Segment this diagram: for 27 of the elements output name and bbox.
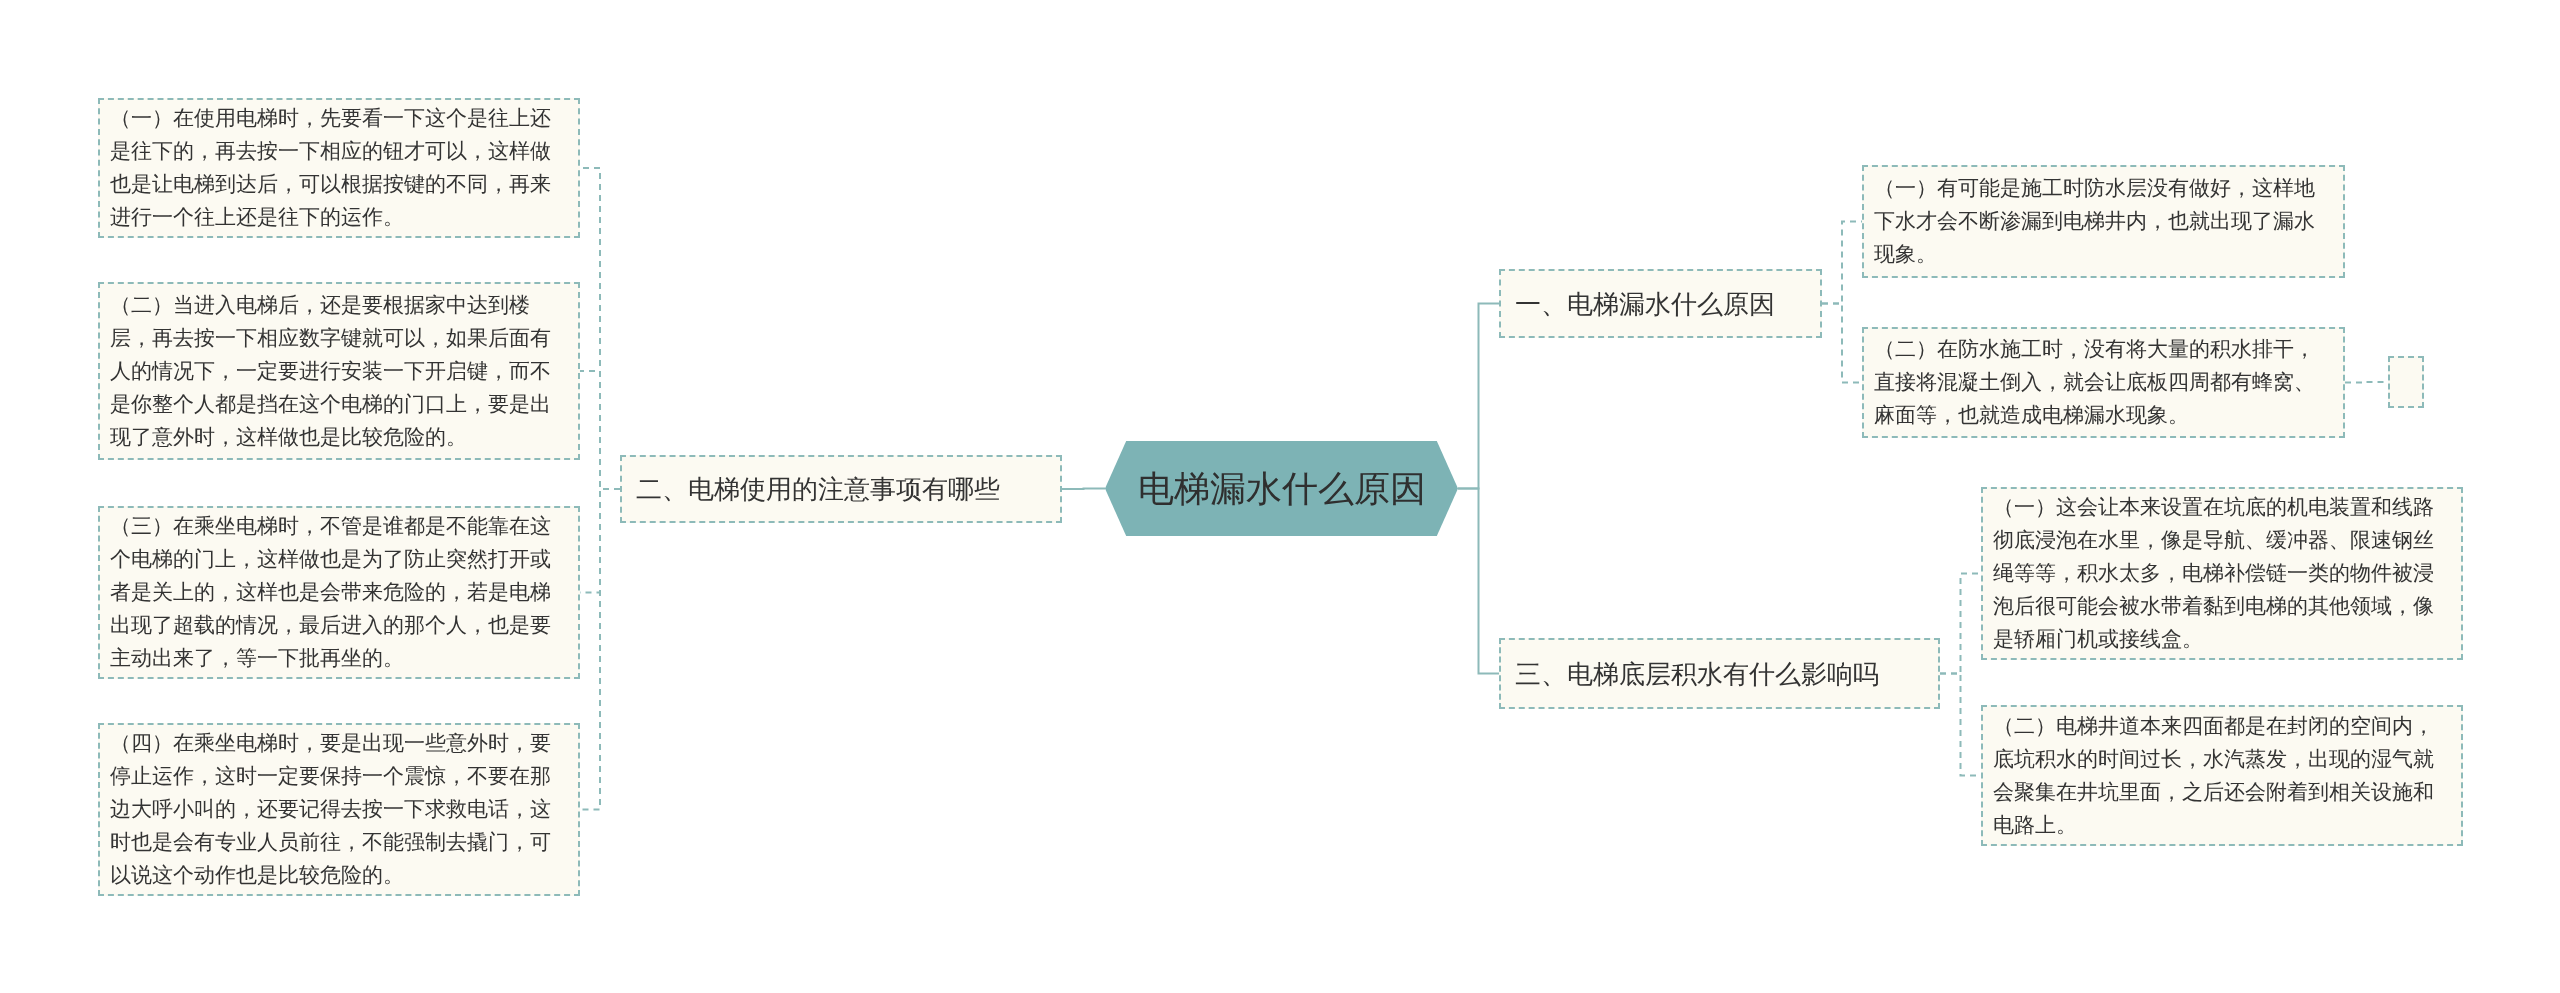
topic-hexagon <box>1105 441 1458 536</box>
note-box <box>1862 327 2345 438</box>
note-box <box>1981 487 2463 660</box>
branch-box <box>1499 269 1822 338</box>
branch-title: 三、电梯底层积水有什么影响吗 <box>1515 657 1880 691</box>
note-text: （一）在使用电梯时，先要看一下这个是往上还是往下的，再去按一下相应的钮才可以，这样做也是让电梯到达后，可以根据按键的不同，再来进行一个往上还是往下的运作。 <box>110 105 552 231</box>
note-box <box>1862 165 2345 278</box>
note-box <box>98 98 580 238</box>
connector-line <box>1061 487 1106 490</box>
note-box <box>98 506 580 679</box>
branch-title: 一、电梯漏水什么原因 <box>1515 287 1776 321</box>
branch-box <box>1499 638 1940 709</box>
note-text: （一）这会让本来设置在坑底的机电装置和线路彻底浸泡在水里，像是导航、缓冲器、限速钢丝绳等等，积水太多，电梯补偿链一类的物件被浸泡后很可能会被水带着黏到电梯的其他领域，像是轿厢门机或接线盒。 <box>1993 494 2435 653</box>
note-text: （三）在乘坐电梯时，不管是谁都是不能靠在这个电梯的门上，这样做也是为了防止突然打开或者是关上的，这样也是会带来危险的，若是电梯出现了超载的情况，最后进入的那个人，也是要主动出来了，等一下批再坐的。 <box>110 513 552 672</box>
empty-box <box>2388 356 2424 408</box>
topic-title: 电梯漏水什么原因 <box>1137 466 1426 511</box>
note-box <box>98 282 580 460</box>
note-text: （二）在防水施工时，没有将大量的积水排干，直接将混凝土倒入，就会让底板四周都有蜂窝、麻面等，也就造成电梯漏水现象。 <box>1874 336 2316 429</box>
note-box <box>1981 705 2463 846</box>
note-text: （四）在乘坐电梯时，要是出现一些意外时，要停止运作，这时一定要保持一个震惊，不要在那边大呼小叫的，还要记得去按一下求救电话，这时也是会有专业人员前往，不能强制去撬门，可以说这个动作也是比较危险的。 <box>110 730 552 889</box>
note-text: （二）当进入电梯后，还是要根据家中达到楼层，再去按一下相应数字键就可以，如果后面有人的情况下，一定要进行安装一下开启键，而不是你整个人都是挡在这个电梯的门口上，要是出现了意外时，这样做也是比较危险的。 <box>110 291 552 451</box>
note-box <box>98 723 580 896</box>
branch-title: 二、电梯使用的注意事项有哪些 <box>636 473 1001 506</box>
note-text: （二）电梯井道本来四面都是在封闭的空间内，底坑积水的时间过长，水汽蒸发，出现的湿气就会聚集在井坑里面，之后还会附着到相关设施和电路上。 <box>1993 712 2435 839</box>
note-text: （一）有可能是施工时防水层没有做好，这样地下水才会不断渗漏到电梯井内，也就出现了漏水现象。 <box>1874 175 2316 268</box>
connector-line <box>1457 487 1500 675</box>
branch-box <box>620 455 1062 523</box>
